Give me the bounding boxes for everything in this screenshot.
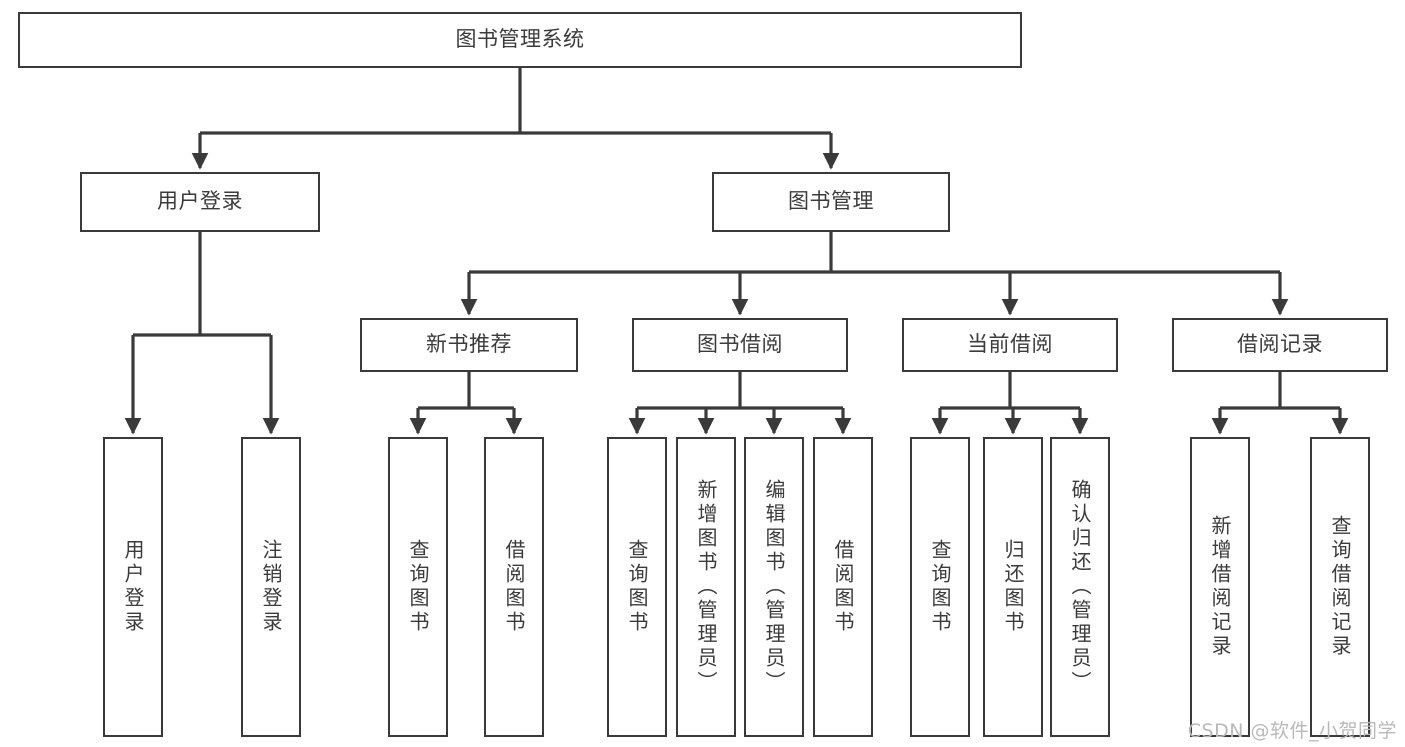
node-user-login[interactable]: 用户登录	[80, 172, 320, 232]
node-leaf-borrow-book-1-label: 借阅图书	[502, 539, 526, 635]
node-leaf-query-book-3-label: 查询图书	[928, 539, 952, 635]
node-leaf-user-logout-label: 注销登录	[259, 539, 283, 635]
node-new-book-recommend[interactable]: 新书推荐	[360, 318, 578, 372]
node-leaf-query-book-3[interactable]: 查询图书	[910, 437, 970, 737]
node-leaf-confirm-return-label: 确认归还（管理员）	[1068, 479, 1092, 695]
node-leaf-query-book-1[interactable]: 查询图书	[388, 437, 448, 737]
node-leaf-add-book-label: 新增图书（管理员）	[694, 479, 718, 695]
node-new-book-recommend-label: 新书推荐	[426, 332, 512, 357]
node-borrow-record-label: 借阅记录	[1237, 332, 1323, 357]
node-leaf-query-book-2[interactable]: 查询图书	[607, 437, 667, 737]
node-book-manage-label: 图书管理	[788, 189, 874, 214]
node-leaf-query-record[interactable]: 查询借阅记录	[1310, 437, 1370, 737]
node-current-borrow[interactable]: 当前借阅	[902, 318, 1118, 372]
node-book-borrow-label: 图书借阅	[697, 332, 783, 357]
node-leaf-add-record[interactable]: 新增借阅记录	[1190, 437, 1250, 737]
node-leaf-confirm-return[interactable]: 确认归还（管理员）	[1050, 437, 1110, 737]
node-leaf-borrow-book-2-label: 借阅图书	[831, 539, 855, 635]
node-user-login-label: 用户登录	[157, 189, 243, 214]
csdn-watermark: CSDN @软件_小贺同学	[1187, 720, 1397, 742]
node-leaf-edit-book[interactable]: 编辑图书（管理员）	[744, 437, 804, 737]
node-leaf-add-book[interactable]: 新增图书（管理员）	[676, 437, 736, 737]
node-book-manage[interactable]: 图书管理	[712, 172, 950, 232]
node-book-borrow[interactable]: 图书借阅	[632, 318, 848, 372]
node-leaf-user-logout[interactable]: 注销登录	[241, 437, 301, 737]
node-leaf-borrow-book-2[interactable]: 借阅图书	[813, 437, 873, 737]
node-leaf-borrow-book-1[interactable]: 借阅图书	[484, 437, 544, 737]
node-leaf-user-login-label: 用户登录	[121, 539, 145, 635]
node-leaf-query-book-1-label: 查询图书	[406, 539, 430, 635]
node-leaf-query-record-label: 查询借阅记录	[1328, 515, 1352, 659]
node-borrow-record[interactable]: 借阅记录	[1172, 318, 1388, 372]
node-leaf-edit-book-label: 编辑图书（管理员）	[762, 479, 786, 695]
node-leaf-user-login[interactable]: 用户登录	[103, 437, 163, 737]
node-current-borrow-label: 当前借阅	[967, 332, 1053, 357]
node-leaf-add-record-label: 新增借阅记录	[1208, 515, 1232, 659]
node-root[interactable]: 图书管理系统	[18, 12, 1022, 68]
node-root-label: 图书管理系统	[455, 27, 585, 52]
node-leaf-query-book-2-label: 查询图书	[625, 539, 649, 635]
node-leaf-return-book-label: 归还图书	[1001, 539, 1025, 635]
node-leaf-return-book[interactable]: 归还图书	[983, 437, 1043, 737]
